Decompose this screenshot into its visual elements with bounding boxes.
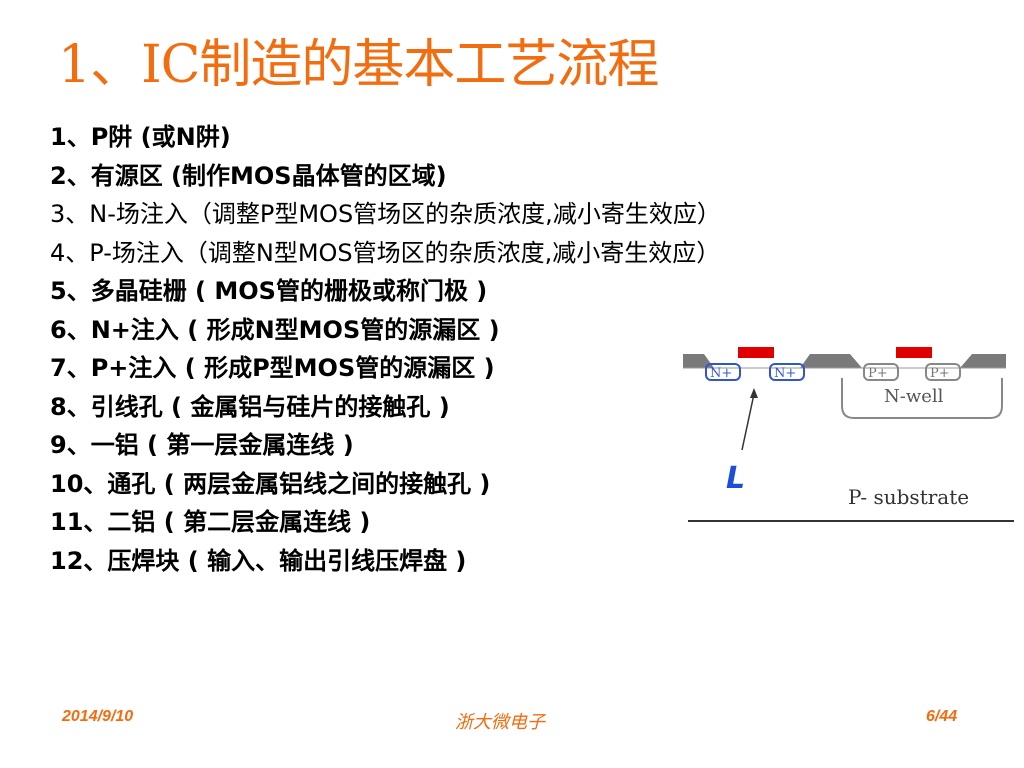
- n-plus-label: N+: [774, 366, 796, 381]
- process-step: 4、P-场注入（调整N型MOS管场区的杂质浓度,减小寄生效应）: [50, 238, 721, 267]
- process-step: 9、一铝 ( 第一层金属连线 ): [50, 431, 354, 459]
- arrow-line: [741, 393, 755, 451]
- n-well-outline: [841, 378, 1003, 419]
- pmos-gate: [896, 347, 932, 358]
- n-plus-label: N+: [710, 366, 732, 381]
- n-plus-region: [705, 363, 741, 381]
- n-well-label: N-well: [884, 386, 944, 407]
- process-step: 8、引线孔 ( 金属铝与硅片的接触孔 ): [50, 392, 450, 421]
- channel-length-label: L: [726, 461, 745, 496]
- p-plus-region: [925, 363, 961, 381]
- p-plus-label: P+: [868, 366, 888, 381]
- process-step: 2、有源区 (制作MOS晶体管的区域): [50, 161, 447, 190]
- process-step: 1、P阱 (或N阱): [50, 123, 231, 151]
- process-step-list: 1、P阱 (或N阱) 2、有源区 (制作MOS晶体管的区域) 3、N-场注入（调…: [50, 118, 721, 580]
- p-plus-region: [863, 363, 899, 381]
- process-step: 6、N+注入 ( 形成N型MOS管的源漏区 ): [50, 315, 500, 344]
- substrate-label: P- substrate: [848, 485, 969, 509]
- field-oxide: [800, 354, 862, 368]
- field-oxide: [683, 354, 714, 368]
- process-step: 11、二铝 ( 第二层金属连线 ): [50, 508, 371, 536]
- process-step: 10、通孔 ( 两层金属铝线之间的接触孔 ): [50, 469, 491, 498]
- cmos-cross-section-diagram: N-well N+ N+ P+ P+ L P- substrate: [683, 347, 1014, 522]
- slide-title: 1、IC制造的基本工艺流程: [58, 35, 659, 95]
- nmos-gate: [738, 347, 774, 358]
- process-step: 12、压焊块 ( 输入、输出引线压焊盘 ): [50, 546, 467, 575]
- footer-organization: 浙大微电子: [455, 712, 545, 733]
- process-step: 7、P+注入 ( 形成P型MOS管的源漏区 ): [50, 354, 495, 382]
- n-plus-region: [769, 363, 805, 381]
- arrow-head-icon: [750, 388, 758, 398]
- field-oxide: [960, 354, 1006, 368]
- footer-date: 2014/9/10: [62, 708, 134, 725]
- page-number: 6/44: [926, 708, 958, 725]
- process-step: 3、N-场注入（调整P型MOS管场区的杂质浓度,减小寄生效应）: [50, 200, 721, 228]
- process-step: 5、多晶硅栅 ( MOS管的栅极或称门极 ): [50, 277, 488, 305]
- p-plus-label: P+: [930, 366, 950, 381]
